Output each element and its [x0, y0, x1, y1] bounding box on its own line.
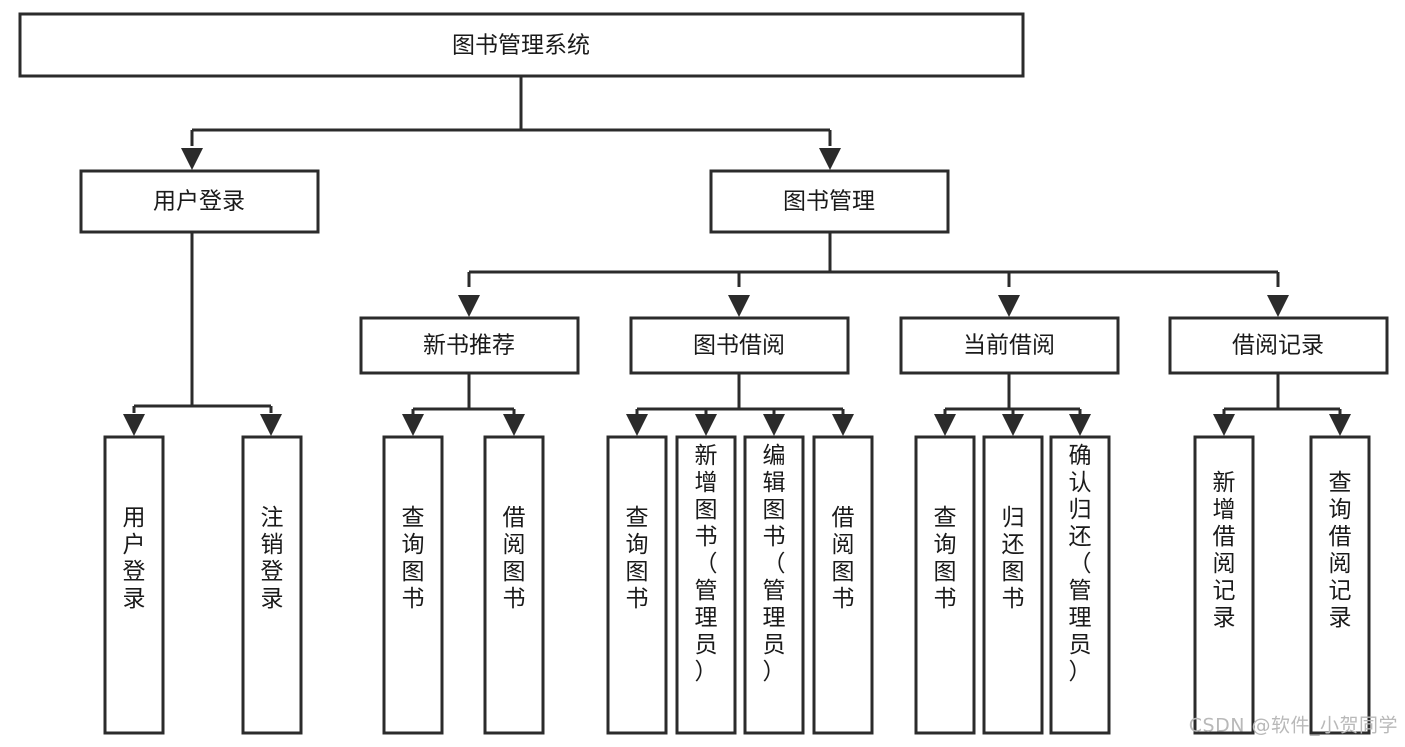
node-leaf-query-book-1-box[interactable]	[382, 435, 444, 735]
node-leaf-add-record-box[interactable]	[1193, 435, 1255, 735]
arrow-to-leaf-add-book	[695, 414, 717, 436]
node-root[interactable]: 图书管理系统	[18, 12, 1025, 78]
node-leaf-query-record-label: 查询借阅记录	[1329, 470, 1352, 631]
arrow-to-leaf-logout-login	[260, 414, 282, 436]
node-leaf-borrow-book-2[interactable]: 借阅图书	[812, 435, 874, 735]
node-leaf-return-book-label: 归还图书	[1002, 505, 1025, 612]
arrow-to-leaf-query-book-2	[626, 414, 648, 436]
node-user-login-label: 用户登录	[153, 189, 245, 215]
node-leaf-return-book-box[interactable]	[982, 435, 1044, 735]
node-leaf-user-login-box[interactable]	[103, 435, 165, 735]
node-book-borrow[interactable]: 图书借阅	[629, 316, 850, 375]
node-leaf-add-record[interactable]: 新增借阅记录	[1193, 435, 1255, 735]
node-leaf-logout-login[interactable]: 注销登录	[241, 435, 303, 735]
node-leaf-borrow-book-1-box[interactable]	[483, 435, 545, 735]
arrow-to-leaf-add-record	[1213, 414, 1235, 436]
arrow-to-leaf-edit-book	[763, 414, 785, 436]
node-leaf-query-record[interactable]: 查询借阅记录	[1309, 435, 1371, 735]
node-leaf-add-record-label: 新增借阅记录	[1213, 470, 1236, 631]
node-borrow-record-label: 借阅记录	[1232, 333, 1324, 359]
arrow-to-new-book-recommend	[458, 295, 480, 317]
node-leaf-user-login[interactable]: 用户登录	[103, 435, 165, 735]
node-leaf-query-book-3-label: 查询图书	[934, 505, 957, 612]
node-leaf-edit-book-box[interactable]	[743, 435, 805, 735]
arrow-to-book-borrow	[728, 295, 750, 317]
node-book-manage-box[interactable]	[709, 169, 950, 234]
node-leaf-add-book[interactable]: 新增图书（管理员）	[675, 435, 737, 735]
node-leaf-query-book-3-box[interactable]	[914, 435, 976, 735]
node-leaf-edit-book-label: 编辑图书（管理员）	[763, 443, 786, 685]
node-book-borrow-box[interactable]	[629, 316, 850, 375]
node-book-borrow-label: 图书借阅	[693, 333, 785, 359]
arrow-to-borrow-record	[1267, 295, 1289, 317]
node-leaf-query-book-1[interactable]: 查询图书	[382, 435, 444, 735]
node-leaf-confirm-return-label: 确认归还（管理员）	[1069, 443, 1092, 685]
node-borrow-record[interactable]: 借阅记录	[1168, 316, 1389, 375]
arrow-to-leaf-query-record	[1329, 414, 1351, 436]
node-leaf-logout-login-label: 注销登录	[261, 505, 284, 612]
arrow-to-leaf-borrow-book-2	[832, 414, 854, 436]
node-leaf-borrow-book-2-label: 借阅图书	[832, 505, 855, 612]
arrow-to-current-borrow	[998, 295, 1020, 317]
arrow-to-leaf-borrow-book-1	[503, 414, 525, 436]
node-current-borrow[interactable]: 当前借阅	[899, 316, 1120, 375]
node-leaf-borrow-book-2-box[interactable]	[812, 435, 874, 735]
node-leaf-add-book-label: 新增图书（管理员）	[695, 443, 718, 685]
node-new-book-recommend-label: 新书推荐	[423, 333, 515, 359]
node-root-label: 图书管理系统	[452, 33, 590, 59]
node-leaf-borrow-book-1-label: 借阅图书	[503, 505, 526, 612]
node-current-borrow-label: 当前借阅	[963, 333, 1055, 359]
node-new-book-recommend-box[interactable]	[359, 316, 580, 375]
node-user-login-box[interactable]	[79, 169, 320, 234]
node-user-login[interactable]: 用户登录	[79, 169, 320, 234]
node-leaf-query-record-box[interactable]	[1309, 435, 1371, 735]
node-current-borrow-box[interactable]	[899, 316, 1120, 375]
node-leaf-confirm-return-box[interactable]	[1049, 435, 1111, 735]
node-leaf-query-book-2[interactable]: 查询图书	[606, 435, 668, 735]
node-leaf-borrow-book-1[interactable]: 借阅图书	[483, 435, 545, 735]
arrow-to-book-manage	[819, 148, 841, 170]
node-leaf-add-book-box[interactable]	[675, 435, 737, 735]
connector-layer	[123, 76, 1351, 436]
node-new-book-recommend[interactable]: 新书推荐	[359, 316, 580, 375]
node-leaf-logout-login-box[interactable]	[241, 435, 303, 735]
node-leaf-query-book-2-label: 查询图书	[626, 505, 649, 612]
node-leaf-user-login-label: 用户登录	[123, 505, 146, 612]
arrow-to-leaf-return-book	[1002, 414, 1024, 436]
node-leaf-confirm-return[interactable]: 确认归还（管理员）	[1049, 435, 1111, 735]
node-root-box[interactable]	[18, 12, 1025, 78]
node-leaf-query-book-3[interactable]: 查询图书	[914, 435, 976, 735]
node-leaf-query-book-2-box[interactable]	[606, 435, 668, 735]
arrow-to-user-login	[181, 148, 203, 170]
arrow-to-leaf-confirm-return	[1069, 414, 1091, 436]
node-book-manage[interactable]: 图书管理	[709, 169, 950, 234]
arrow-to-leaf-query-book-1	[402, 414, 424, 436]
watermark-label: CSDN @软件_小贺同学	[1189, 715, 1398, 737]
arrow-to-leaf-query-book-3	[934, 414, 956, 436]
node-leaf-edit-book[interactable]: 编辑图书（管理员）	[743, 435, 805, 735]
node-leaf-query-book-1-label: 查询图书	[402, 505, 425, 612]
node-leaf-return-book[interactable]: 归还图书	[982, 435, 1044, 735]
node-borrow-record-box[interactable]	[1168, 316, 1389, 375]
arrow-to-leaf-user-login	[123, 414, 145, 436]
node-book-manage-label: 图书管理	[783, 189, 875, 215]
